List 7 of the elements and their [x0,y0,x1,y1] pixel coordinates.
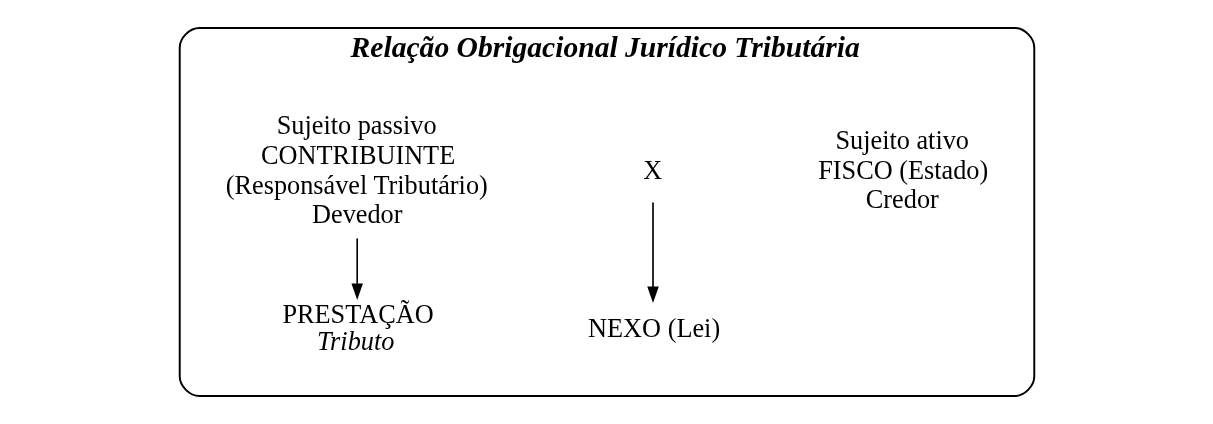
node-text: X [642,155,662,185]
node-text: PRESTAÇÃO Tributo [281,300,434,356]
arrow [646,201,659,303]
node-text: Sujeito passivo CONTRIBUINTE (Responsável Tributário) Devedor [225,111,488,230]
node-text: Sujeito ativo FISCO (Estado) Credor [817,126,988,215]
arrow [350,237,363,300]
node-text: NEXO (Lei) [587,313,720,343]
